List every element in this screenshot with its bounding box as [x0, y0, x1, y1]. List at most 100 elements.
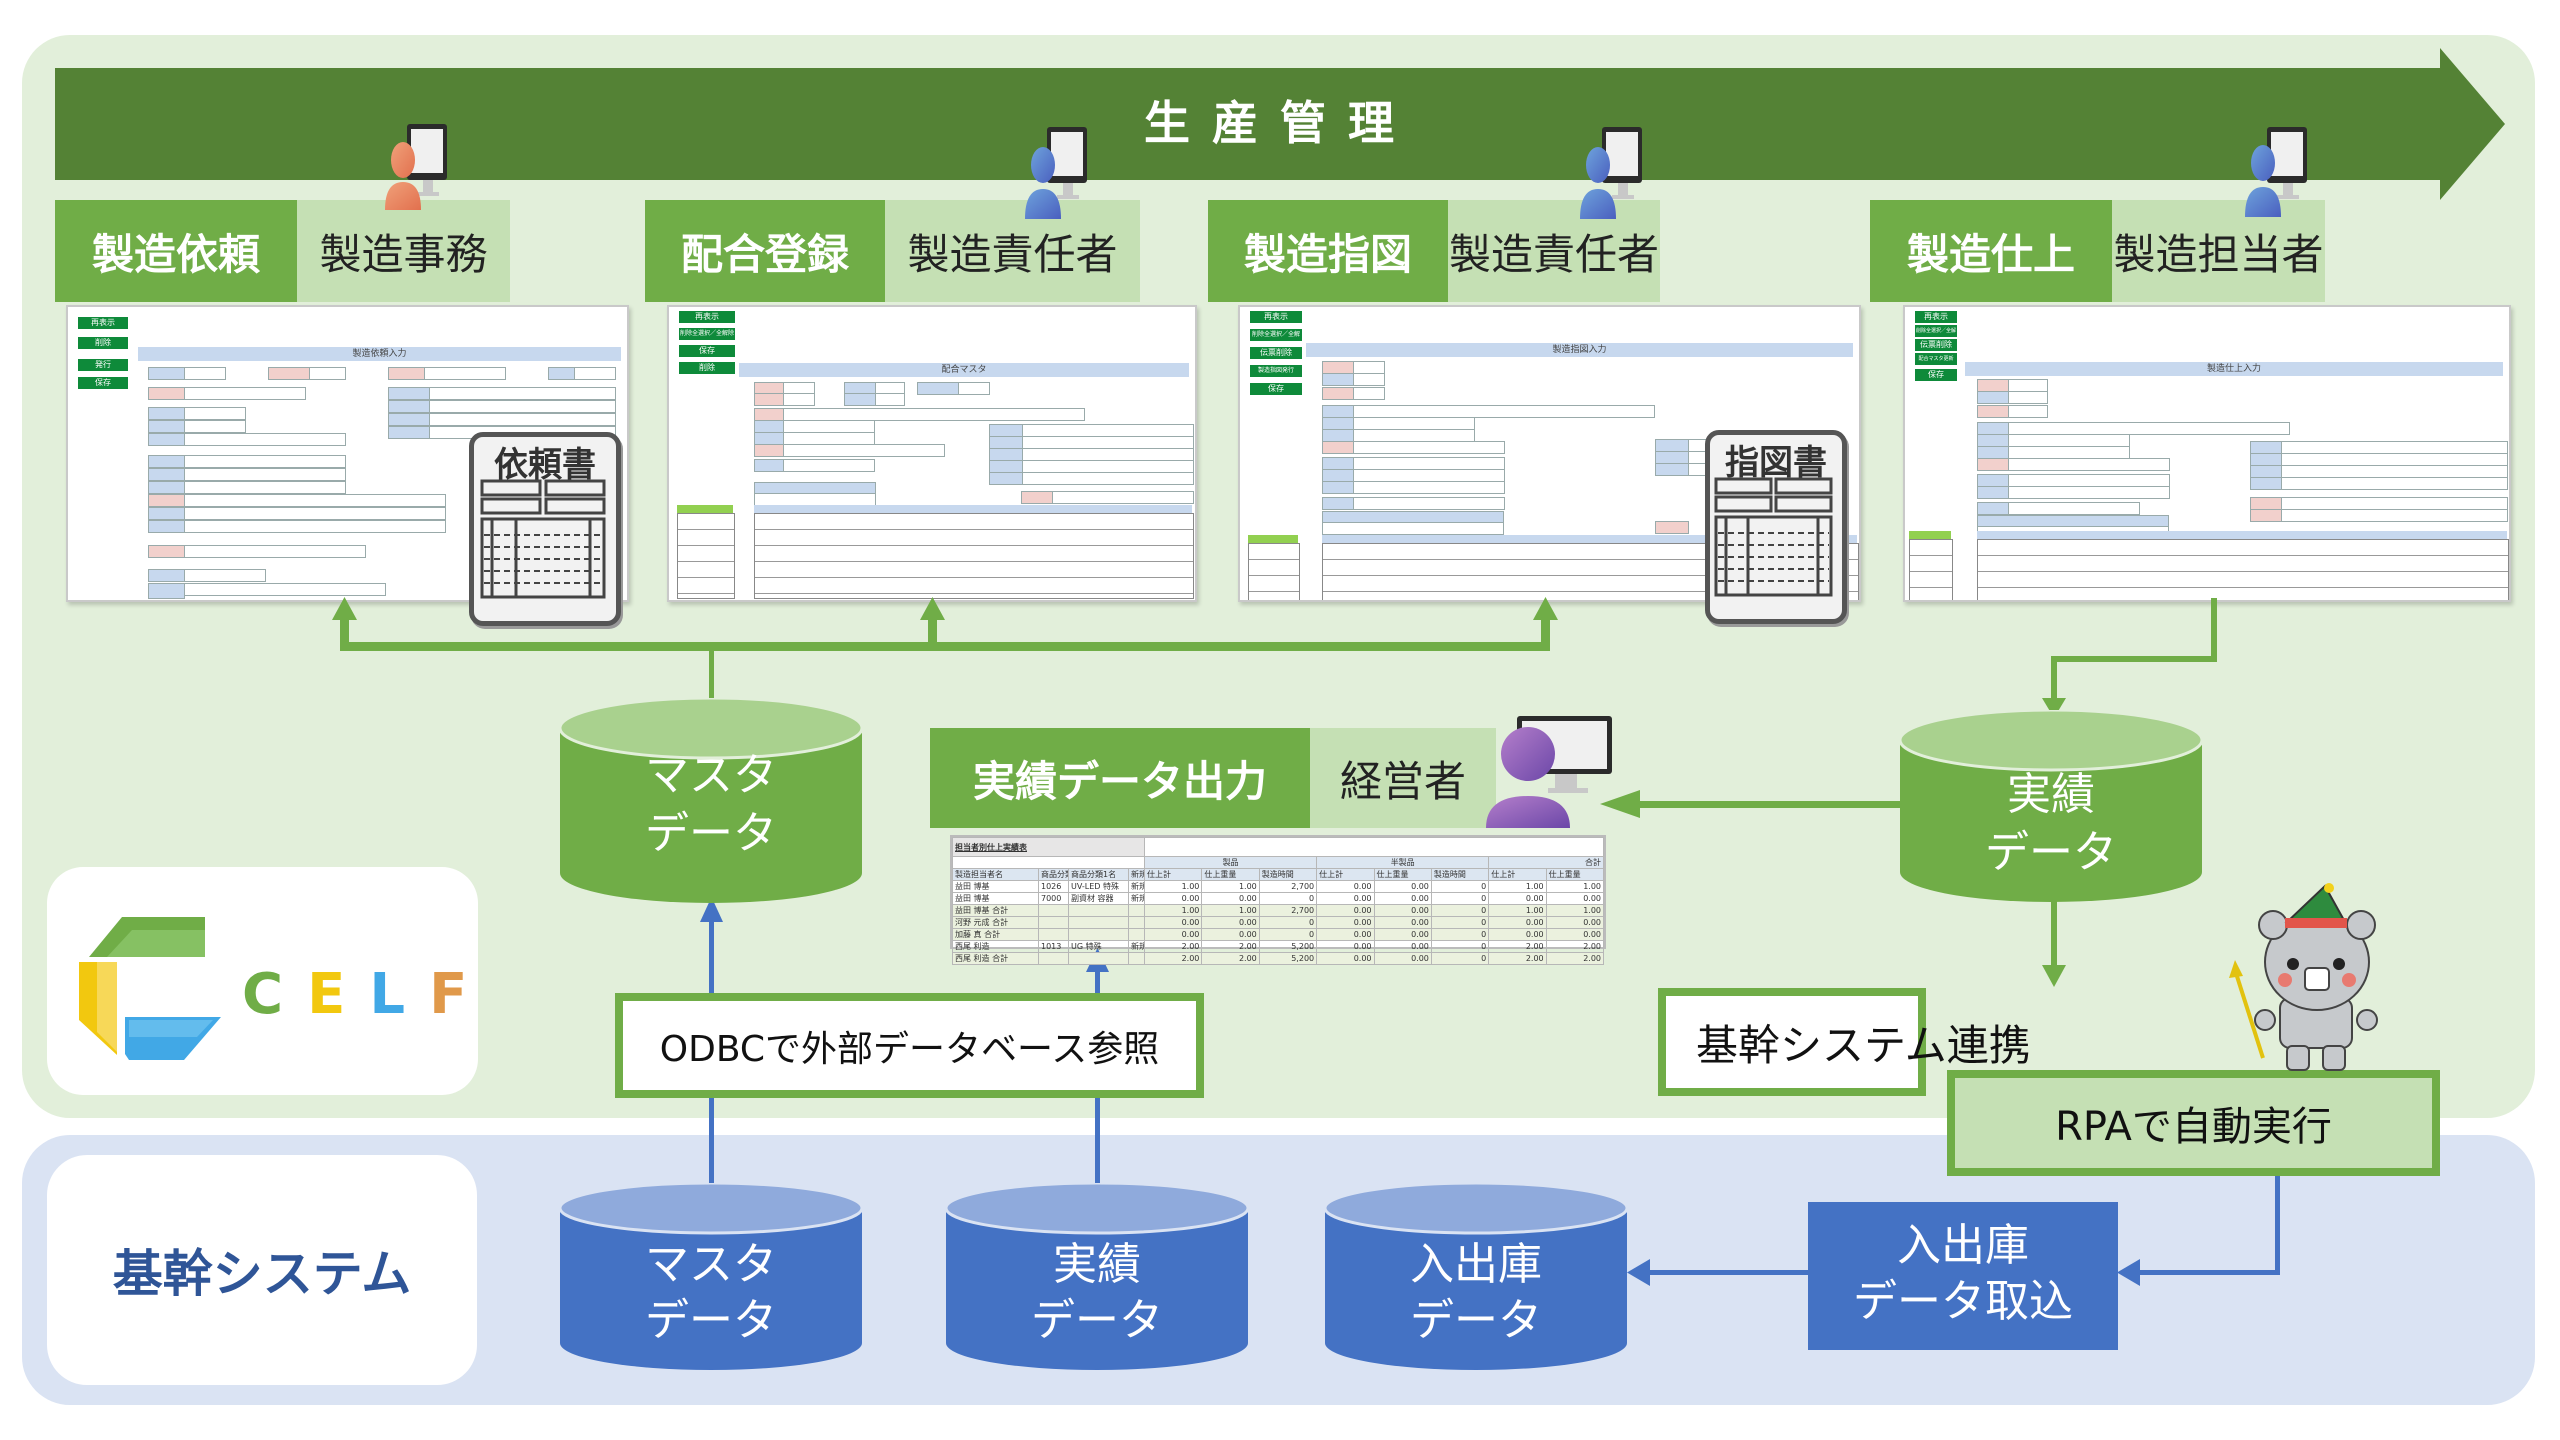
input-field[interactable] [184, 455, 346, 468]
list-grid[interactable] [1909, 539, 1953, 600]
input-field[interactable] [1353, 497, 1505, 510]
inout-data-label-core: 入出庫 データ [1410, 1239, 1542, 1346]
input-field[interactable] [429, 387, 616, 400]
celf-letter: C [242, 962, 308, 1027]
slip-delete-button[interactable]: 伝票削除 [1250, 347, 1302, 359]
input-field[interactable] [1353, 441, 1505, 454]
table-cell: 0.00 [1201, 928, 1260, 941]
celf-letter: F [429, 962, 492, 1027]
list-grid[interactable] [1248, 543, 1300, 600]
request-form-label: 依頼書 [494, 445, 596, 485]
delete-button[interactable]: 削除 [679, 362, 735, 374]
detail-grid[interactable] [754, 513, 1194, 599]
redisplay-button[interactable]: 再表示 [1915, 311, 1957, 323]
date-field[interactable] [2008, 405, 2048, 418]
input-field[interactable] [1353, 405, 1655, 418]
column-header: 仕上計 [1316, 868, 1375, 881]
person-at-monitor-icon [385, 124, 447, 210]
select-all-button[interactable]: 削除全選択／全解除 [1250, 329, 1302, 350]
output-process-label: 実績データ出力 [930, 728, 1310, 828]
list-grid[interactable] [677, 513, 735, 599]
robot-mascot-icon [2229, 883, 2378, 1071]
dropdown-field[interactable] [424, 367, 506, 380]
inout-data-cylinder-core [1325, 1183, 1627, 1370]
input-field[interactable] [1322, 522, 1504, 535]
celf-logo-card: CELF [47, 867, 478, 1095]
table-cell: 1.00 [1488, 904, 1547, 917]
table-cell: 0.00 [1316, 904, 1375, 917]
save-button[interactable]: 保存 [1250, 383, 1302, 395]
input-field[interactable] [2008, 422, 2290, 435]
rpa-auto-run-box: RPAで自動実行 [1947, 1070, 2440, 1176]
input-field[interactable] [1052, 491, 1194, 504]
input-field[interactable] [184, 407, 246, 420]
input-field[interactable] [184, 494, 446, 507]
input-field[interactable] [783, 408, 1085, 421]
date-field[interactable] [875, 393, 905, 406]
table-cell: 0.00 [1373, 880, 1432, 893]
delete-button[interactable]: 削除 [78, 337, 128, 349]
screen-title: 製造指図入力 [1306, 343, 1853, 357]
input-field[interactable] [184, 433, 346, 446]
input-field[interactable] [184, 468, 346, 481]
table-cell: 0 [1430, 952, 1490, 965]
input-field[interactable] [2008, 502, 2140, 515]
issue-button[interactable]: 発行 [78, 359, 128, 371]
table-cell: 0.00 [1143, 916, 1203, 929]
table-cell: 0 [1258, 892, 1318, 905]
input-field[interactable] [2008, 486, 2170, 499]
input-field[interactable] [184, 367, 226, 380]
input-field[interactable] [184, 387, 306, 400]
select-all-button[interactable]: 削除全選択／全解除 [679, 328, 735, 340]
arrow-left-icon [1627, 1259, 1650, 1286]
redisplay-button[interactable]: 再表示 [1250, 311, 1302, 323]
input-field[interactable] [2008, 458, 2170, 471]
arrow-left-icon [1600, 790, 1640, 818]
input-field[interactable] [184, 481, 346, 494]
issue-instruction-button[interactable]: 製造指図発行 [1250, 365, 1302, 377]
slip-delete-button[interactable]: 伝票削除 [1915, 339, 1957, 351]
input-field[interactable] [2008, 391, 2048, 404]
input-field[interactable] [1353, 373, 1385, 386]
input-field[interactable] [783, 444, 945, 457]
input-field[interactable] [429, 400, 616, 413]
table-cell: 0.00 [1545, 916, 1605, 929]
save-button[interactable]: 保存 [1915, 369, 1957, 381]
table-cell: 加藤 真 合計 [952, 928, 1039, 941]
input-field[interactable] [184, 545, 366, 558]
input-field[interactable] [184, 520, 446, 533]
results-data-cylinder-production [1900, 710, 2202, 902]
date-field[interactable] [309, 367, 346, 380]
date-field[interactable] [1353, 387, 1385, 400]
input-field[interactable] [429, 413, 616, 426]
update-formula-button[interactable]: 配合マスタ更新 [1915, 353, 1957, 365]
input-field[interactable] [2281, 477, 2508, 490]
input-field[interactable] [184, 583, 386, 596]
input-field[interactable] [1022, 472, 1194, 485]
input-field[interactable] [1353, 481, 1505, 494]
input-field[interactable] [184, 507, 446, 520]
table-cell: 2.00 [1545, 952, 1605, 965]
input-field[interactable] [184, 569, 266, 582]
input-field[interactable] [783, 459, 875, 472]
table-cell: 0.00 [1373, 892, 1432, 905]
redisplay-button[interactable]: 再表示 [679, 311, 735, 323]
detail-grid[interactable] [1977, 539, 2509, 600]
redisplay-button[interactable]: 再表示 [78, 317, 128, 329]
table-cell: 7000 [1038, 892, 1069, 905]
dropdown-field[interactable] [783, 393, 815, 406]
column-header: 製造担当者名 [952, 868, 1039, 881]
dropdown-field[interactable] [574, 367, 616, 380]
input-field[interactable] [958, 382, 990, 395]
input-field[interactable] [2281, 509, 2508, 522]
arrow-left-icon [2117, 1259, 2140, 1286]
table-cell: 新規 [1128, 880, 1145, 893]
save-button[interactable]: 保存 [78, 377, 128, 389]
column-header: 仕上重量 [1201, 868, 1260, 881]
save-button[interactable]: 保存 [679, 345, 735, 357]
table-cell: 0.00 [1545, 892, 1605, 905]
input-field[interactable] [184, 420, 246, 433]
